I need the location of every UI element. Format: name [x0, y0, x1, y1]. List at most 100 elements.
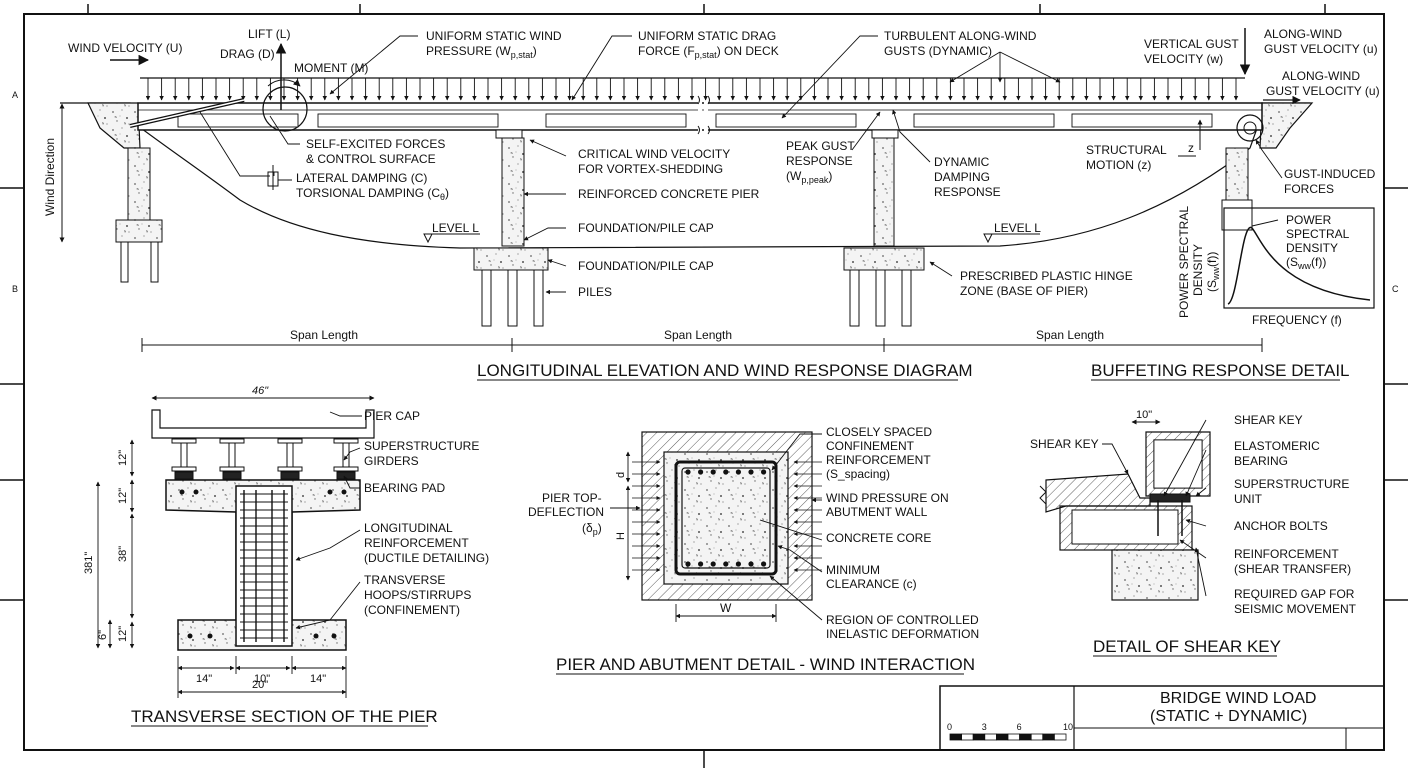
- anchor-bolts: [1157, 500, 1183, 536]
- core-bar: [761, 561, 767, 567]
- core-bar: [735, 469, 742, 475]
- sheet-border: A B C: [0, 4, 1408, 768]
- core-bar: [748, 469, 754, 475]
- core-bar: [735, 561, 742, 567]
- gust-force-circle: [1236, 114, 1264, 142]
- pier-1: [473, 129, 549, 327]
- abutment-detail: d H W CLOSELY SPACED CONFINEMENT REINFOR…: [528, 425, 979, 675]
- deflection-label-2: DEFLECTION: [528, 505, 604, 519]
- border-mark-b: B: [12, 284, 18, 294]
- dynamic-damping-line3: RESPONSE: [934, 185, 1001, 199]
- deflection-label-3: (δp): [582, 521, 602, 537]
- bearing-pad: [336, 471, 356, 480]
- along-wind-top-line1: ALONG-WIND: [1264, 27, 1342, 41]
- torsional-damping-label: TORSIONAL DAMPING (Cθ): [296, 186, 449, 202]
- title-block-line1: BRIDGE WIND LOAD: [1160, 690, 1316, 707]
- confinement-hoop: [674, 460, 778, 576]
- long-reinf-label-3: (DUCTILE DETAILING): [364, 551, 489, 565]
- structural-motion-line1: STRUCTURAL: [1086, 143, 1167, 157]
- piles-label: PILES: [578, 285, 612, 299]
- critical-velocity-line2: FOR VORTEX-SHEDDING: [578, 162, 723, 176]
- drag-force-line1: UNIFORM STATIC DRAG: [638, 29, 776, 43]
- level-marker-right: [983, 233, 1040, 244]
- z-label: z: [1188, 141, 1194, 155]
- rebar-dot: [331, 633, 337, 639]
- girder-web: [180, 442, 188, 468]
- span-length-3: Span Length: [1036, 328, 1104, 342]
- psd-axis-label-2: DENSITY: [1191, 244, 1205, 296]
- scale-segment: [984, 733, 997, 741]
- rebar-dot: [187, 633, 193, 639]
- scale-tick-label: 10: [1063, 722, 1073, 732]
- girders-label-2: GIRDERS: [364, 454, 419, 468]
- transverse-label-2: HOOPS/STIRRUPS: [364, 588, 471, 602]
- dynamic-damping-line1: DYNAMIC: [934, 155, 990, 169]
- core-bar: [723, 561, 729, 567]
- plastic-hinge-line2: ZONE (BASE OF PIER): [960, 284, 1088, 298]
- psd-curve-label-1: POWER: [1286, 213, 1332, 227]
- scale-segment: [949, 733, 963, 741]
- psd-axis-label-3: (Sww(f)): [1205, 252, 1221, 292]
- anchor-bolts-label: ANCHOR BOLTS: [1234, 519, 1328, 533]
- pier-section: 46" 12" 12" 38" 381" 6" 12": [83, 385, 489, 727]
- girder-flange-top: [171, 438, 197, 444]
- dim-h: H: [615, 532, 627, 540]
- buffeting-title: BUFFETING RESPONSE DETAIL: [1091, 361, 1350, 380]
- girder-flange-bottom: [171, 466, 197, 472]
- scale-segment: [1030, 733, 1044, 741]
- dim-w: W: [720, 601, 732, 615]
- scale-segment: [1054, 733, 1067, 741]
- scale-segment: [961, 733, 974, 741]
- damper-symbols: [267, 165, 292, 190]
- dim-12-a: 12": [117, 450, 129, 466]
- reinforcement-label-2: (SHEAR TRANSFER): [1234, 562, 1351, 576]
- girder-flange-top: [219, 438, 245, 444]
- wind-direction-label: Wind Direction: [43, 138, 57, 216]
- girder-flange-top: [333, 438, 359, 444]
- dim-d: d: [615, 472, 627, 478]
- gap-label-2: SEISMIC MOVEMENT: [1234, 602, 1357, 616]
- lift-label: LIFT (L): [248, 27, 290, 41]
- long-reinf-label-2: REINFORCEMENT: [364, 536, 469, 550]
- rc-pier-label: REINFORCED CONCRETE PIER: [578, 187, 760, 201]
- span-length-2: Span Length: [664, 328, 732, 342]
- rebar-dot: [193, 489, 199, 495]
- shear-key-dim-10: 10": [1136, 409, 1152, 421]
- dim-12-b: 12": [117, 488, 129, 504]
- dynamic-damping-line2: DAMPING: [934, 170, 990, 184]
- level-left-label: LEVEL L: [432, 221, 479, 235]
- shear-key-title: DETAIL OF SHEAR KEY: [1093, 637, 1281, 656]
- ground-line: [60, 102, 1310, 249]
- buffeting-detail: POWER SPECTRAL DENSITY (Sww(f)) POWER SP…: [1091, 206, 1375, 381]
- scale-tick-label: 6: [1017, 722, 1022, 732]
- dim-top-46: 46": [252, 385, 269, 397]
- wind-pressure-label-1: WIND PRESSURE ON: [826, 491, 949, 505]
- psd-plot-frame: [1223, 207, 1375, 309]
- rebar-dot: [313, 633, 319, 639]
- structural-motion-line2: MOTION (z): [1086, 158, 1151, 172]
- superstructure-label-1: SUPERSTRUCTURE: [1234, 477, 1349, 491]
- border-mark-c: C: [1392, 284, 1399, 294]
- girder-web: [228, 442, 236, 468]
- clearance-label-1: MINIMUM: [826, 563, 880, 577]
- vertical-gust-line2: VELOCITY (w): [1144, 52, 1223, 66]
- self-excited-line1: SELF-EXCITED FORCES: [306, 137, 445, 151]
- dim-20: 20": [252, 679, 268, 691]
- dim-10: 10": [254, 673, 270, 685]
- along-wind-right-line1: ALONG-WIND: [1282, 69, 1360, 83]
- wind-pressure-label-2: ABUTMENT WALL: [826, 505, 928, 519]
- critical-velocity-line1: CRITICAL WIND VELOCITY: [578, 147, 730, 161]
- confinement-label-4: (S_spacing): [826, 467, 890, 481]
- uniform-pressure-line1: UNIFORM STATIC WIND: [426, 29, 562, 43]
- gusts-line2: GUSTS (DYNAMIC): [884, 44, 992, 58]
- transverse-label-3: (CONFINEMENT): [364, 603, 460, 617]
- section-deck: [151, 409, 375, 439]
- abutment-title: PIER AND ABUTMENT DETAIL - WIND INTERACT…: [556, 655, 975, 674]
- pile-cap-label-2: FOUNDATION/PILE CAP: [578, 259, 714, 273]
- left-abutment-footing: [115, 219, 163, 243]
- pile-cap-label-1: FOUNDATION/PILE CAP: [578, 221, 714, 235]
- elevation-title: LONGITUDINAL ELEVATION AND WIND RESPONSE…: [477, 361, 973, 380]
- confinement-label-3: REINFORCEMENT: [826, 453, 931, 467]
